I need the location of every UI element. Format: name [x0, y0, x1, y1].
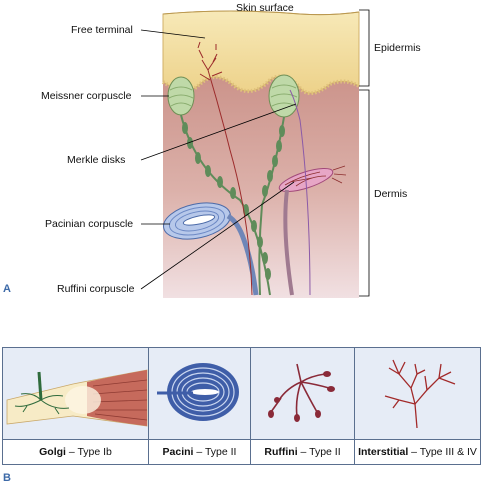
interstitial-cell: Interstitial – Type III & IV — [355, 348, 480, 464]
layer-brackets — [359, 9, 370, 297]
epidermis-layer — [162, 10, 360, 94]
pacini-caption: Pacini – Type II — [149, 439, 250, 464]
leader-lines — [140, 29, 297, 290]
epidermis-label: Epidermis — [374, 42, 421, 54]
pacini-name: Pacini — [162, 446, 194, 458]
ruffini-name: Ruffini — [264, 446, 298, 458]
ruffini-type: – Type II — [297, 446, 341, 458]
ruffini-cell: Ruffini – Type II — [251, 348, 355, 464]
free-terminal-nerve — [197, 41, 311, 296]
meissner-corpuscle-shape — [167, 74, 300, 118]
golgi-name: Golgi — [39, 446, 66, 458]
meissner-corpuscle-label: Meissner corpuscle — [41, 90, 132, 102]
interstitial-type: – Type III & IV — [408, 446, 477, 458]
receptor-types-strip: Golgi – Type Ib Pacini – Type II — [2, 347, 481, 465]
merkle-disks-label: Merkle disks — [67, 154, 126, 166]
ruffini-corpuscle-label: Ruffini corpuscle — [57, 283, 135, 295]
panel-b-letter: B — [3, 472, 11, 484]
ruffini-illustration — [251, 348, 354, 440]
ruffini-caption: Ruffini – Type II — [251, 439, 354, 464]
interstitial-name: Interstitial — [358, 446, 409, 458]
golgi-caption: Golgi – Type Ib — [3, 439, 148, 464]
pacini-illustration — [149, 348, 250, 440]
golgi-type: – Type Ib — [65, 446, 112, 458]
pacini-type: – Type II — [193, 446, 237, 458]
interstitial-illustration — [355, 348, 480, 440]
skin-surface-label: Skin surface — [236, 2, 294, 14]
green-nerve-fibers — [180, 114, 285, 296]
skin-cross-section — [140, 9, 370, 298]
free-terminal-label: Free terminal — [71, 24, 133, 36]
panel-a-letter: A — [3, 283, 11, 295]
pacinian-corpuscle-shape — [163, 202, 259, 296]
pacinian-corpuscle-label: Pacinian corpuscle — [45, 218, 134, 230]
interstitial-caption: Interstitial – Type III & IV — [355, 439, 480, 464]
golgi-illustration — [3, 348, 148, 440]
dermis-label: Dermis — [374, 188, 408, 200]
pacini-cell: Pacini – Type II — [149, 348, 251, 464]
golgi-cell: Golgi – Type Ib — [3, 348, 149, 464]
